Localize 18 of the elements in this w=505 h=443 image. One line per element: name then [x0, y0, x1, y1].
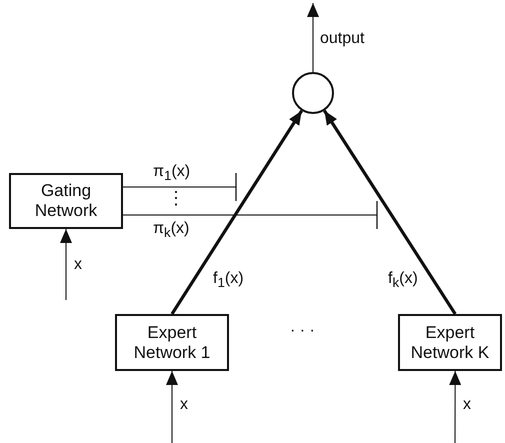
- box-label: Expert Network 1: [132, 322, 212, 362]
- network-box: [115, 314, 229, 371]
- arrow: [170, 110, 304, 315]
- arrow: [60, 228, 72, 300]
- gate-line: [122, 172, 237, 202]
- arrow: [323, 110, 457, 315]
- network-box: [9, 173, 123, 229]
- arrow: [307, 2, 319, 72]
- box-label: Gating Network: [34, 181, 98, 221]
- gate-line: [122, 200, 378, 230]
- network-box: [398, 314, 502, 371]
- ellipsis-dots: · · ·: [290, 322, 315, 340]
- arrow: [449, 370, 462, 443]
- box-label: Expert Network K: [410, 322, 490, 362]
- edge-label: output: [320, 30, 364, 48]
- summation-circle: [292, 72, 334, 114]
- ellipsis-dots: ⋮: [167, 189, 185, 209]
- arrow: [166, 370, 178, 443]
